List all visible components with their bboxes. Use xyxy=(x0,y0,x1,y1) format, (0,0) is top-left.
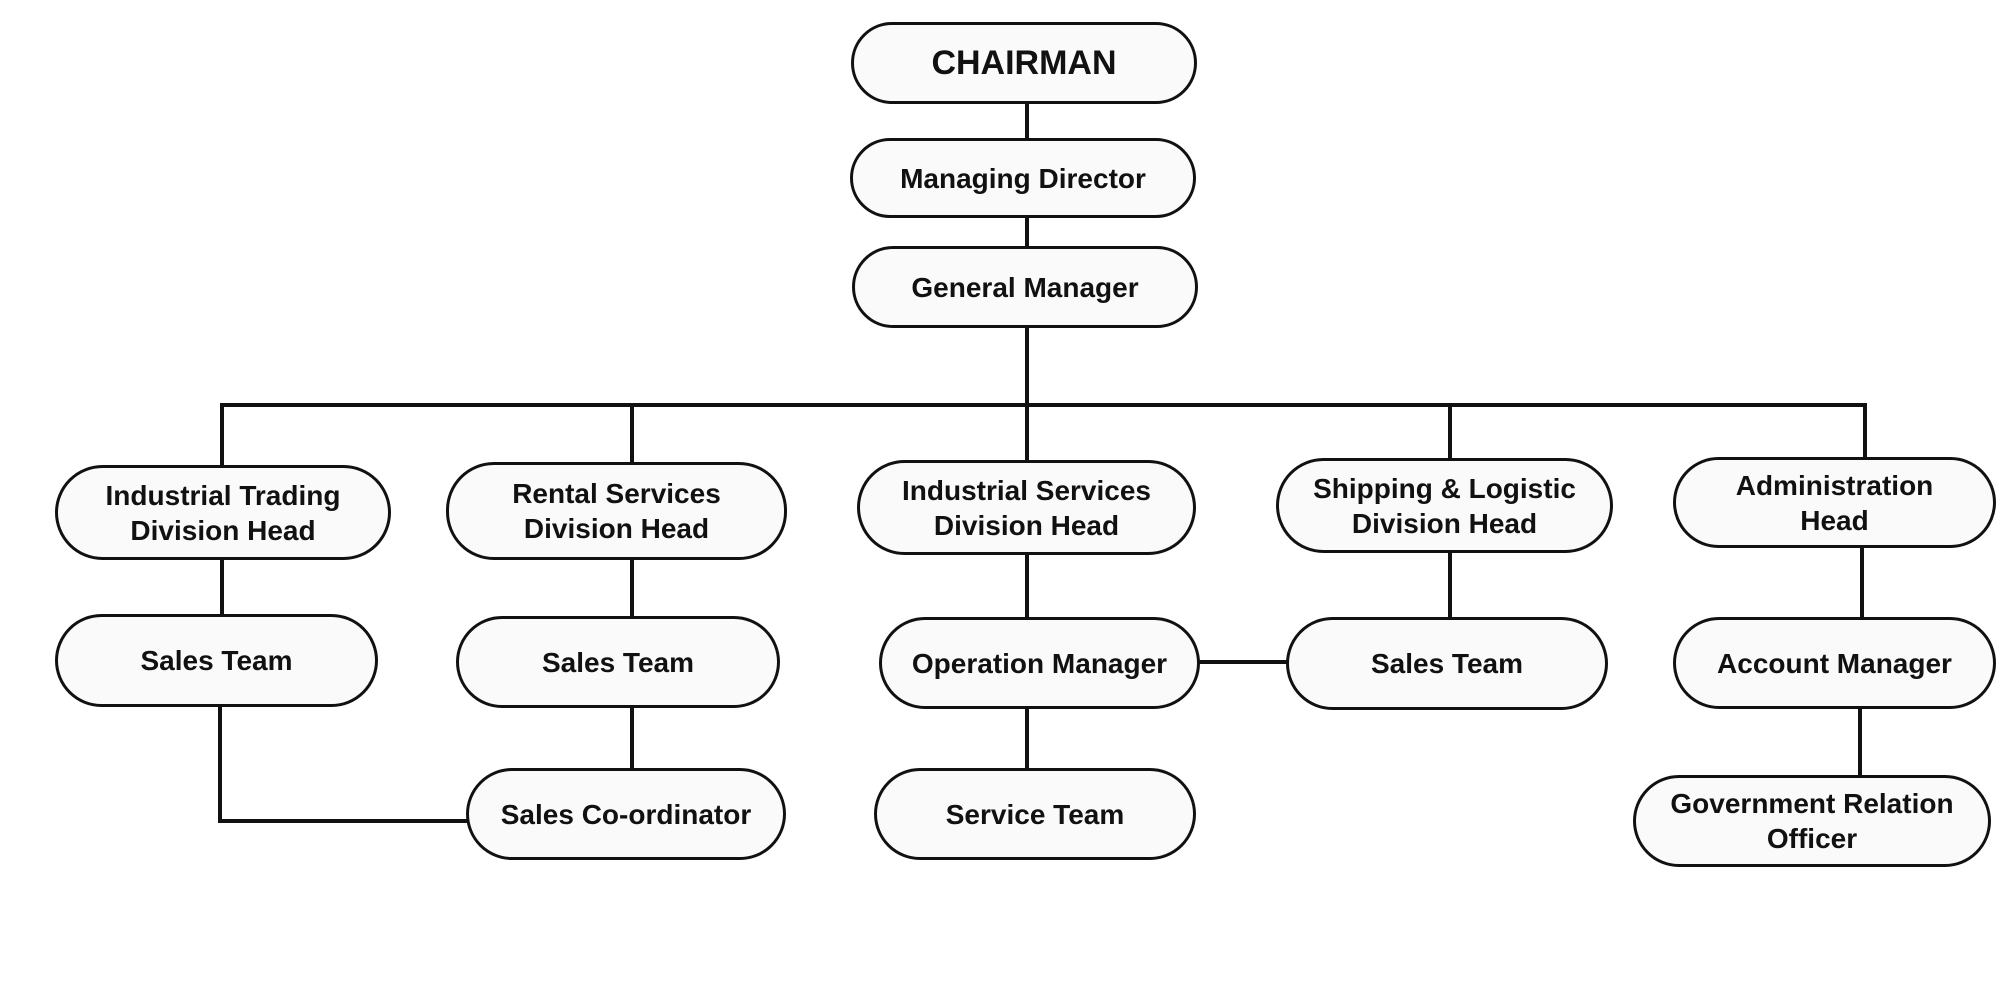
node-account-manager: Account Manager xyxy=(1673,617,1996,709)
node-managing-director: Managing Director xyxy=(850,138,1196,218)
node-sales-team-rental: Sales Team xyxy=(456,616,780,708)
node-service-team: Service Team xyxy=(874,768,1196,860)
node-rental-services-division-head: Rental Services Division Head xyxy=(446,462,787,560)
node-industrial-trading-division-head: Industrial Trading Division Head xyxy=(55,465,391,560)
node-sales-coordinator: Sales Co-ordinator xyxy=(466,768,786,860)
node-general-manager: General Manager xyxy=(852,246,1198,328)
node-sales-team-shipping: Sales Team xyxy=(1286,617,1608,710)
node-administration-head: Administration Head xyxy=(1673,457,1996,548)
node-operation-manager: Operation Manager xyxy=(879,617,1200,709)
node-government-relation-officer: Government Relation Officer xyxy=(1633,775,1991,867)
node-shipping-logistic-division-head: Shipping & Logistic Division Head xyxy=(1276,458,1613,553)
node-chairman: CHAIRMAN xyxy=(851,22,1197,104)
node-sales-team-trading: Sales Team xyxy=(55,614,378,707)
node-industrial-services-division-head: Industrial Services Division Head xyxy=(857,460,1196,555)
